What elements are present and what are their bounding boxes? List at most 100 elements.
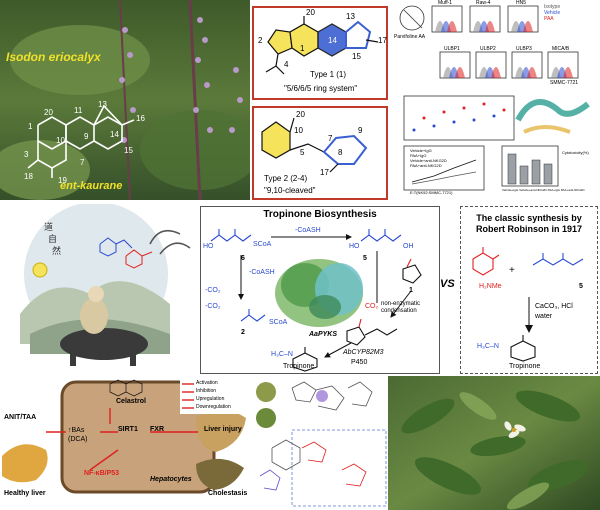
scatter-point	[462, 106, 466, 110]
line-legend: Vehicle+IgG PAA+IgG Vehicle+anti-NKG2D P…	[410, 148, 447, 168]
atom-label: 5	[300, 148, 305, 157]
injury-label: Liver injury	[204, 426, 242, 433]
plant-photo	[388, 376, 600, 510]
atom-label: 20	[44, 108, 53, 117]
bar-category: Vehicle+anti-NKG2D	[519, 188, 547, 192]
coash-label: -CoASH	[249, 269, 275, 276]
plot-title: MICA/B	[552, 46, 570, 52]
scoa-label: SCoA	[253, 241, 272, 248]
y-axis-label: Cytotoxicity(%)	[562, 150, 589, 155]
type1-subcaption: "5/6/6/5 ring system"	[284, 84, 358, 93]
scatter-point	[452, 120, 456, 124]
scatter-point	[412, 128, 416, 132]
h3cn-label: H₃C–N	[477, 343, 499, 350]
svg-text:道: 道	[44, 221, 53, 233]
cytotoxicity-bar	[531, 159, 541, 185]
atom-label: 17	[378, 36, 387, 45]
legend: Isotype Vehicle PAA	[544, 4, 560, 22]
legend-item: Upregulation	[196, 396, 225, 402]
atom-label: 13	[346, 12, 355, 21]
cytotoxicity-bar	[519, 165, 529, 185]
legend-item: Vehicle+anti-NKG2D	[410, 158, 447, 163]
atom-label: 7	[80, 158, 85, 167]
cell-label: SMMC-7721	[550, 80, 579, 86]
x-axis-label: E:T(NK92:SMMC-7721)	[410, 190, 453, 195]
svg-text:自: 自	[48, 233, 57, 245]
painting-panel: 道 自 然	[0, 204, 200, 374]
co2-label: CO₂	[365, 303, 379, 310]
atom-label: 15	[124, 146, 133, 155]
legend: Activation Inhibition Upregulation Downr…	[196, 379, 231, 411]
p450-label: P450	[351, 359, 368, 366]
coash-label: -CoASH	[295, 227, 321, 234]
liver-panel: Activation Inhibition Upregulation Downr…	[0, 378, 250, 510]
bar-category: Vehicle+IgG	[502, 188, 519, 192]
reagent-label: H₂NMe	[479, 283, 502, 290]
co2-label: -CO₂	[205, 287, 221, 294]
atom-label: 14	[110, 130, 119, 139]
type1-frame: 20 13 2 14 1 17 4 15 Type 1 (1) "5/6/6/5…	[252, 6, 388, 100]
fxr-label: FXR	[150, 426, 164, 433]
histogram-peak	[491, 67, 501, 78]
product-label: Tropinone	[283, 363, 315, 370]
enzyme-label: AbCYP82M3	[343, 349, 384, 356]
compound-number: 6	[241, 255, 245, 262]
sirt1-label: SIRT1	[118, 426, 138, 433]
cytotoxicity-bar	[543, 163, 553, 185]
type2-subcaption: "9,10-cleaved"	[264, 186, 316, 195]
scatter-point	[482, 102, 486, 106]
plant-illustration	[0, 0, 250, 200]
co2-label: -CO₂	[205, 303, 221, 310]
histogram-peak	[447, 21, 457, 32]
atom-label: 9	[84, 132, 89, 141]
legend-item: Activation	[196, 380, 218, 386]
species-label: Isodon eriocalyx	[6, 50, 101, 64]
hepatocytes-label: Hepatocytes	[150, 476, 192, 483]
painting-illustration: 道 自 然	[0, 204, 200, 374]
cytotoxicity-line	[411, 171, 477, 185]
atom-label: 19	[58, 176, 67, 185]
compound-label: ent-kaurane	[60, 180, 123, 192]
nfkb-label: NF-κB/P53	[84, 470, 120, 477]
tropinone-scheme	[210, 229, 422, 372]
scatter-point	[502, 108, 506, 112]
solvent-label: water	[535, 313, 553, 320]
atom-label: 4	[284, 60, 289, 69]
atom-label: 20	[296, 110, 305, 119]
plot-title: ULBP3	[516, 46, 532, 52]
type2-frame: 20 10 7 9 5 8 17 Type 2 (2-4) "9,10-clea…	[252, 106, 388, 200]
atom-label: 11	[74, 106, 83, 115]
legend-item: Vehicle+IgG	[410, 148, 432, 153]
type2-caption: Type 2 (2-4)	[264, 174, 308, 183]
compound-number: 5	[363, 255, 367, 262]
healthy-label: Healthy liver	[4, 490, 46, 497]
robinson-title: The classic synthesis by Robert Robinson…	[475, 213, 582, 234]
liver-diagram	[2, 378, 250, 494]
h3cn-label: H₃C–N	[271, 351, 293, 358]
atom-label: 8	[338, 148, 343, 157]
atom-label: 20	[306, 8, 315, 17]
type2-structure	[261, 117, 368, 173]
scatter-point	[422, 116, 426, 120]
crystal-panel	[252, 378, 388, 510]
atom-label: 1	[300, 44, 305, 53]
conditions-label: CaCO₃, HCl	[535, 303, 573, 310]
condensation-label: non-enzymatic condensation	[381, 301, 421, 314]
enzyme-label: AaPYKS	[309, 331, 338, 338]
scoa-label: SCoA	[269, 319, 288, 326]
atom-label: 14	[328, 36, 337, 45]
atom-label: 10	[294, 126, 303, 135]
type1-structure	[265, 16, 379, 75]
histogram-peak	[523, 21, 533, 32]
cytotoxicity-line	[411, 159, 477, 183]
atom-label: 10	[56, 136, 65, 145]
atom-label: 18	[24, 172, 33, 181]
vs-label: VS	[440, 278, 455, 290]
atom-label: 13	[98, 100, 107, 109]
histogram-peak	[527, 67, 537, 78]
bas-label: ↑BAs (DCA)	[68, 427, 88, 443]
scatter-point	[442, 110, 446, 114]
crystal-structures	[256, 381, 387, 507]
oh-label: OH	[403, 243, 414, 250]
type-structures-panel: 20 13 2 14 1 17 4 15 Type 1 (1) "5/6/6/5…	[252, 6, 392, 202]
